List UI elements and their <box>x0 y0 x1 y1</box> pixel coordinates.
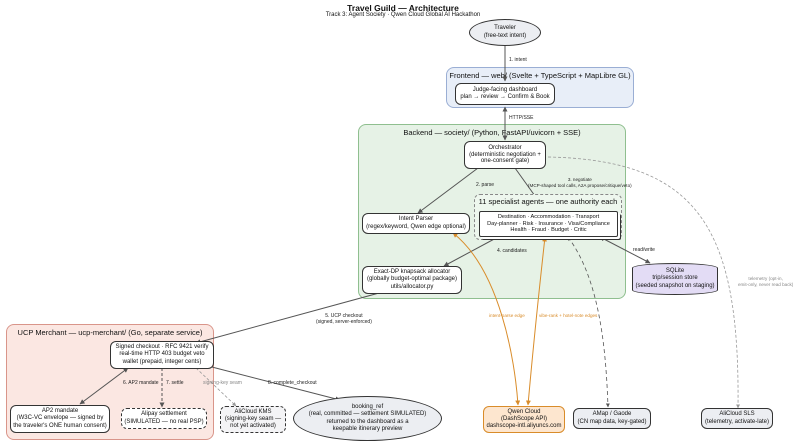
label-parse: 2. parse <box>476 182 495 188</box>
edge-ap2-mandate <box>79 367 129 405</box>
node-alicloud-sls: AliCloud SLS (telemetry, activate-late) <box>701 408 773 429</box>
label-ap2-mandate: 6. AP2 mandate <box>123 380 159 386</box>
edge-signing-key-seam <box>195 367 237 407</box>
node-intent-parser: Intent Parser (regex/keyword, Qwen edge … <box>362 213 470 234</box>
label-complete-checkout: 8. complete_checkout <box>268 380 317 386</box>
cluster-backend-title: Backend — society/ (Python, FastAPI/uvic… <box>403 128 581 137</box>
node-signed-checkout: Signed checkout · RFC 9421 verify real-t… <box>110 341 214 369</box>
edge-vibe-rank <box>525 236 547 406</box>
label-ucp-checkout: 5. UCP checkout (signed, server-enforced… <box>316 313 372 325</box>
node-orchestrator: Orchestrator (deterministic negotiation … <box>464 141 546 169</box>
label-read-write: read/write <box>633 247 655 253</box>
node-ap2-mandate: AP2 mandate (W3C-VC envelope — signed by… <box>10 405 110 433</box>
cluster-specialists-title: 11 specialist agents — one authority eac… <box>478 197 618 206</box>
label-signing-key-seam: signing-key seam <box>203 380 242 386</box>
cluster-frontend-title: Frontend — web/ (Svelte + TypeScript + M… <box>449 71 631 80</box>
node-booking-ref: booking_ref (real, committed — settlemen… <box>293 396 442 441</box>
node-traveler: Traveler (free-text intent) <box>469 19 541 46</box>
cluster-merchant-title: UCP Merchant — ucp-merchant/ (Go, separa… <box>17 328 203 337</box>
label-vibe-rank: vibe-rank + hotel-note edges <box>539 313 598 318</box>
node-alicloud-kms: AliCloud KMS (signing-key seam — not yet… <box>220 406 286 433</box>
node-dashboard: Judge-facing dashboard plan → review → C… <box>455 83 555 105</box>
node-specialist-agents: Destination · Accommodation · Transport … <box>479 211 618 237</box>
node-alipay-settlement: Alipay settlement (SIMULATED — no real P… <box>121 408 207 429</box>
edge-amap <box>567 236 610 408</box>
diagram-subtitle: Track 3: Agent Society · Qwen Cloud Glob… <box>325 12 481 18</box>
node-sqlite: SQLite trip/session store (seeded snapsh… <box>632 263 718 295</box>
label-intent-parse-edge: intent-parse edge <box>489 313 525 318</box>
node-amap: AMap / Gaode (CN map data, key-gated) <box>573 408 651 429</box>
label-telemetry: telemetry (opt-in, emit-only, never read… <box>738 276 794 287</box>
label-http-sse: HTTP/SSE <box>509 115 534 121</box>
node-qwen-cloud: Qwen Cloud (DashScope API) dashscope-int… <box>483 406 565 433</box>
edge-parse <box>417 167 479 214</box>
edge-ucp-checkout <box>195 289 391 345</box>
label-negotiate: 3. negotiate (MCP-shaped tool calls, A2A… <box>528 177 632 188</box>
label-intent: 1. intent <box>509 57 527 63</box>
edge-intent-parse <box>452 232 521 406</box>
edge-telemetry <box>547 156 741 409</box>
diagram-title: Travel Guild — Architecture <box>347 3 459 13</box>
label-settle: 7. settle <box>166 380 184 386</box>
node-allocator: Exact-DP knapsack allocator (globally bu… <box>362 266 462 294</box>
label-candidates: 4. candidates <box>497 248 527 254</box>
edge-complete-checkout <box>207 365 341 402</box>
